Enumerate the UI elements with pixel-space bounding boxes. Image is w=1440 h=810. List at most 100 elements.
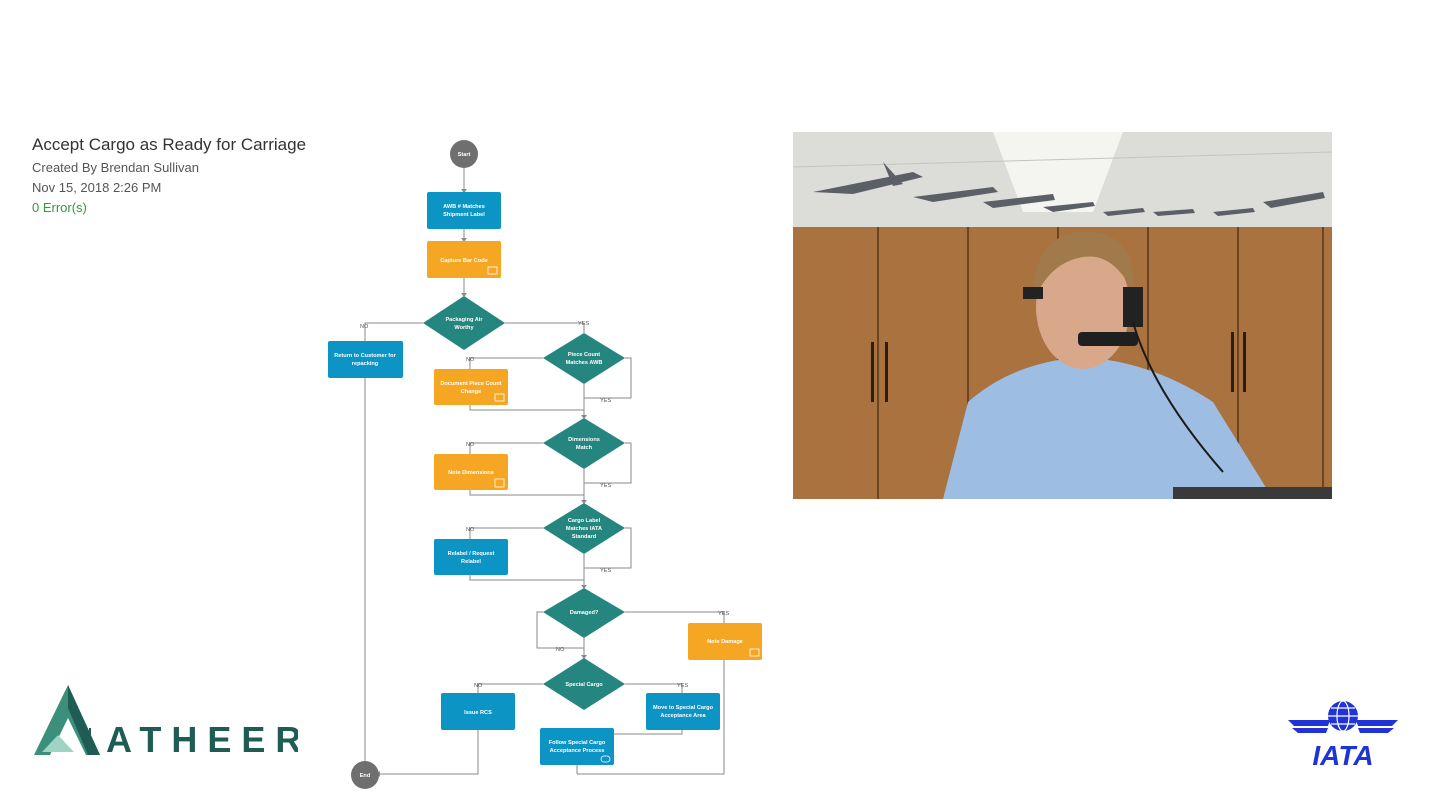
connectors (364, 168, 725, 775)
node-specialcargo-decision[interactable]: Special Cargo (543, 658, 625, 710)
label-yes-damaged: YES (718, 611, 729, 617)
label-yes-special: YES (677, 683, 688, 689)
node-return-customer[interactable]: Return to Customer for repacking (328, 341, 403, 378)
node-follow-special[interactable]: Follow Special Cargo Acceptance Process (540, 728, 614, 765)
person (943, 231, 1273, 499)
node-start[interactable]: Start (450, 140, 478, 168)
label-no-dimensions: NO (466, 442, 475, 448)
arrow (581, 500, 587, 504)
edge-cargolabel-no (469, 527, 543, 539)
node-relabel[interactable]: Relabel / Request Relabel (434, 539, 508, 575)
edge-document-merge (469, 405, 584, 411)
node-damaged-decision[interactable]: Damaged? (543, 588, 625, 638)
edit-icon (494, 478, 505, 488)
node-packaging-line1: Packaging Air (445, 317, 483, 323)
edge-packaging-no (364, 322, 423, 341)
node-capture-label: Capture Bar Code (440, 258, 488, 264)
node-start-label: Start (458, 152, 471, 158)
node-move-line1: Move to Special Cargo (653, 705, 714, 711)
node-packaging-decision[interactable]: Packaging Air Worthy (423, 296, 505, 350)
edge-relabel-merge (469, 574, 584, 581)
flow-title: Accept Cargo as Ready for Carriage (32, 135, 307, 154)
node-packaging-line2: Worthy (454, 325, 474, 331)
node-follow-line2: Acceptance Process (550, 748, 605, 754)
node-notedim-label: Note Dimensions (448, 470, 494, 476)
label-no-packaging: NO (360, 324, 369, 330)
node-relabel-line2: Relabel (461, 559, 481, 565)
node-piececount-decision[interactable]: Piece Count Matches AWB (543, 333, 625, 384)
node-return-line2: repacking (352, 361, 379, 367)
node-awb-line1: AWB # Matches (443, 204, 485, 210)
node-dimensions-decision[interactable]: Dimensions Match (543, 418, 625, 469)
edge-dimensions-no (469, 442, 543, 454)
flow-info: Accept Cargo as Ready for Carriage Creat… (32, 135, 306, 218)
video-frame-image (793, 132, 1332, 499)
edge-labels: NO YES NO YES NO YES NO YES YES NO NO YE… (360, 321, 729, 689)
edge-notedim-merge (469, 490, 584, 496)
arrow (461, 293, 467, 297)
label-no-piececount: NO (466, 357, 475, 363)
node-dimensions-line1: Dimensions (568, 437, 600, 443)
node-piececount-line1: Piece Count (568, 352, 600, 358)
edge-rcs-end (380, 730, 479, 775)
edge-damaged-no (536, 611, 584, 649)
node-document-line2: Change (461, 389, 482, 395)
node-awb-line2: Shipment Label (443, 212, 485, 218)
node-cargolabel-line2: Matches IATA (566, 526, 602, 532)
node-document-piececount[interactable]: Document Piece Count Change (434, 369, 508, 405)
label-yes-dimensions: YES (600, 483, 611, 489)
edge-dimensions-yes (584, 442, 632, 484)
node-specialcargo-label: Special Cargo (565, 682, 603, 688)
edge-damaged-yes (625, 611, 725, 623)
node-dimensions-line2: Match (576, 445, 593, 451)
arrow (581, 585, 587, 589)
edge-piececount-yes (584, 357, 632, 399)
node-cargolabel-line1: Cargo Label (568, 518, 601, 524)
created-date: Nov 15, 2018 2:26 PM (32, 180, 162, 195)
edge-damage-end (577, 660, 725, 775)
edge-special-no (477, 683, 543, 693)
node-damaged-label: Damaged? (570, 610, 599, 616)
node-awb-matches[interactable]: AWB # Matches Shipment Label (427, 192, 501, 229)
edge-packaging-yes (505, 322, 585, 333)
video-feed (793, 132, 1332, 499)
image-icon (487, 266, 498, 275)
label-yes-packaging: YES (578, 321, 589, 327)
edge-piececount-no (469, 357, 543, 369)
node-cargolabel-decision[interactable]: Cargo Label Matches IATA Standard (543, 503, 625, 554)
node-capture-barcode[interactable]: Capture Bar Code (427, 241, 501, 278)
node-notedamage-label: Note Damage (707, 639, 743, 645)
image-icon (494, 393, 505, 402)
image-icon (749, 648, 760, 657)
node-move-line2: Acceptance Area (660, 713, 706, 719)
node-note-dimensions[interactable]: Note Dimensions (434, 454, 508, 490)
edge-special-yes (625, 683, 683, 693)
iata-logo: IATA (1288, 700, 1398, 768)
label-yes-cargolabel: YES (600, 568, 611, 574)
arrow (461, 238, 467, 242)
node-issue-rcs[interactable]: Issue RCS (441, 693, 515, 730)
node-end[interactable]: End (351, 761, 379, 789)
cabinet-handles (871, 332, 1246, 402)
atheer-logo: ATHEER (34, 685, 298, 760)
edge-cargolabel-yes (584, 527, 632, 569)
arrow (581, 655, 587, 659)
node-move-special[interactable]: Move to Special Cargo Acceptance Area (646, 693, 720, 730)
node-end-label: End (360, 773, 371, 779)
atheer-wordmark: ATHEER (106, 719, 298, 760)
node-return-line1: Return to Customer for (334, 353, 396, 359)
node-cargolabel-line3: Standard (572, 534, 597, 540)
node-issuercs-label: Issue RCS (464, 710, 492, 716)
node-document-line1: Document Piece Count (440, 381, 501, 387)
error-count: 0 Error(s) (32, 200, 87, 215)
node-relabel-line1: Relabel / Request (448, 551, 495, 557)
arrow (581, 415, 587, 419)
flowchart: NO YES NO YES NO YES NO YES YES NO NO YE… (328, 140, 762, 789)
node-note-damage[interactable]: Note Damage (688, 623, 762, 660)
created-by: Created By Brendan Sullivan (32, 160, 199, 175)
iata-wordmark: IATA (1312, 740, 1373, 768)
aircraft-models (813, 162, 1325, 216)
label-yes-piececount: YES (600, 398, 611, 404)
node-follow-line1: Follow Special Cargo (549, 740, 606, 746)
label-no-cargolabel: NO (466, 527, 475, 533)
